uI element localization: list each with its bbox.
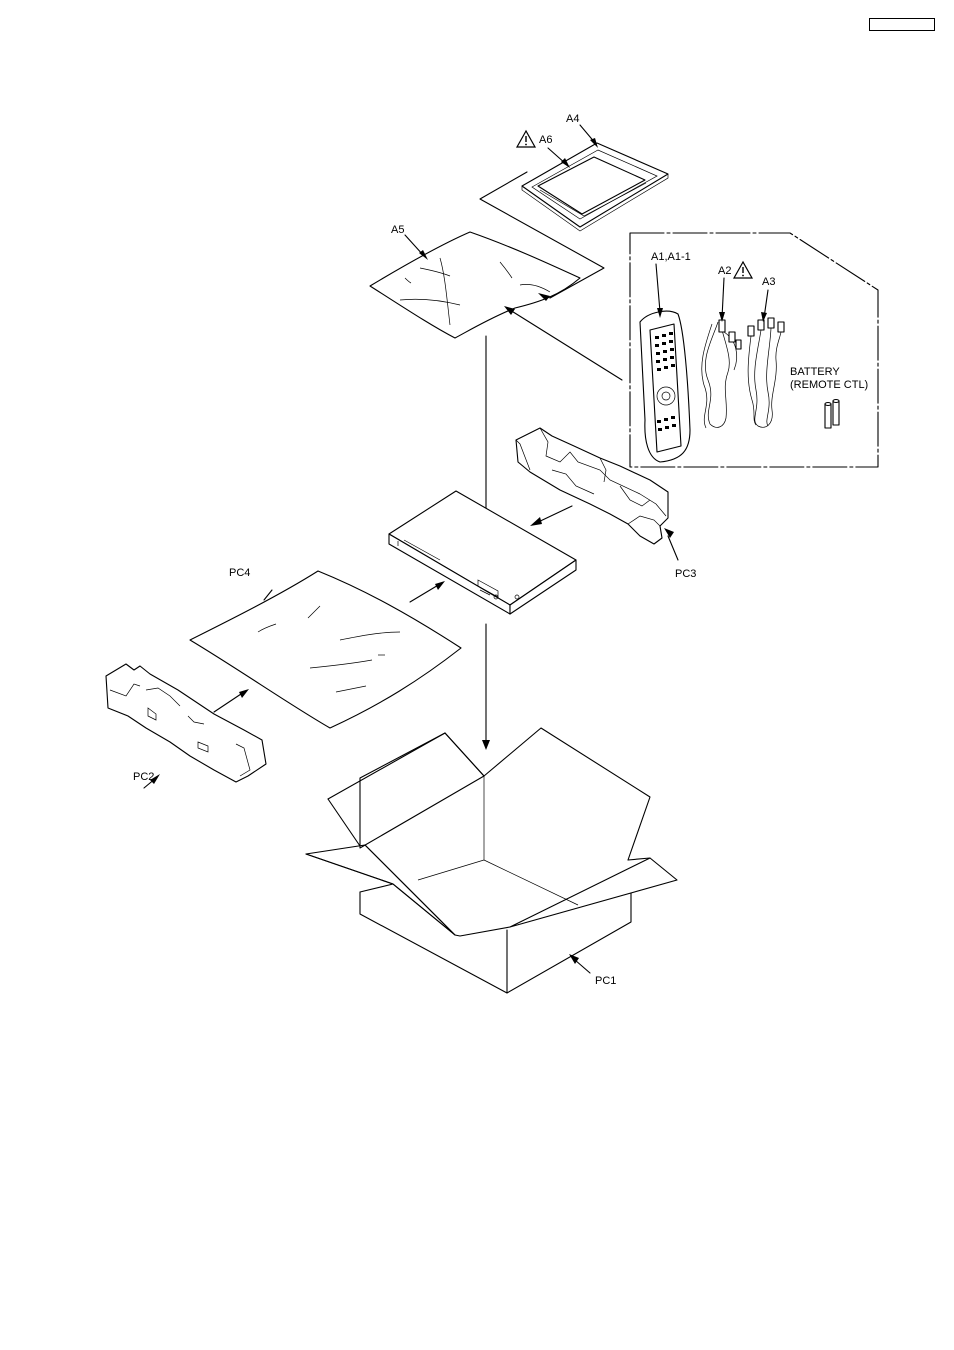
warning-triangle-icon — [734, 262, 752, 278]
a5-bag — [370, 232, 580, 338]
label-a5: A5 — [391, 224, 404, 236]
label-pc4: PC4 — [229, 567, 250, 579]
label-a6: A6 — [539, 134, 552, 146]
label-pc3: PC3 — [675, 568, 696, 580]
a2-cable — [702, 320, 741, 428]
pc2-foam-cushion — [106, 664, 266, 782]
dvd-player-unit — [389, 491, 576, 614]
label-pc2: PC2 — [133, 771, 154, 783]
a1-remote-control — [640, 311, 690, 462]
pc1-carton — [306, 728, 677, 993]
label-a3: A3 — [762, 276, 775, 288]
label-a2: A2 — [718, 265, 731, 277]
label-a4: A4 — [566, 113, 579, 125]
label-battery-remote: (REMOTE CTL) — [790, 379, 868, 391]
remote-batteries — [825, 400, 839, 429]
a3-cable — [748, 318, 784, 427]
label-pc1: PC1 — [595, 975, 616, 987]
warning-triangle-icon — [517, 131, 535, 147]
label-a1: A1,A1-1 — [651, 251, 691, 263]
accessory-arrow-line — [510, 310, 622, 380]
label-battery: BATTERY — [790, 366, 840, 378]
pc3-foam-cushion — [516, 428, 668, 544]
pc4-bag — [190, 571, 461, 728]
